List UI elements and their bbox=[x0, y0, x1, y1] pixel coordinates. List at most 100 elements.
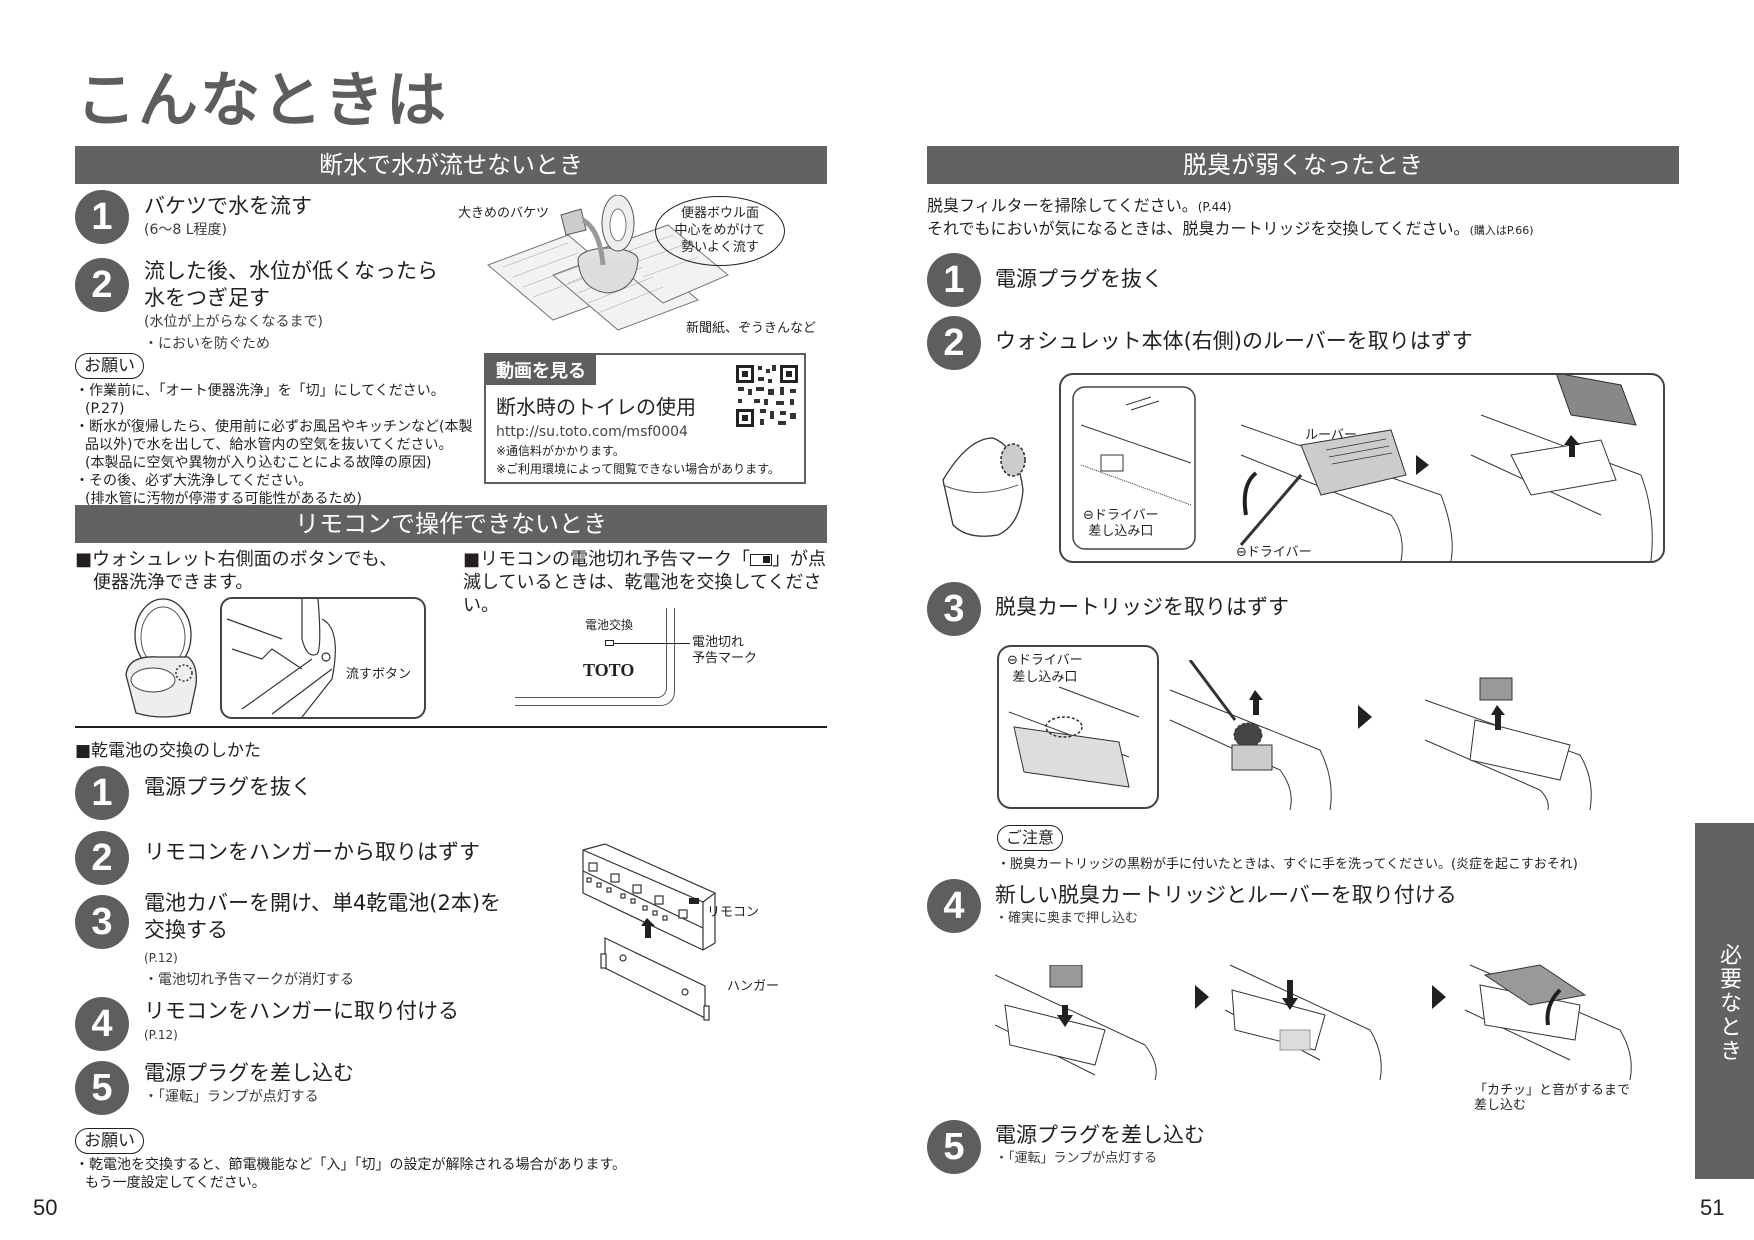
step-4-circle: 4 bbox=[75, 997, 129, 1051]
arrow-right-icon bbox=[1358, 705, 1372, 729]
note-tag-request: お願い bbox=[75, 1128, 144, 1154]
cartridge-seated-illustration bbox=[1220, 960, 1395, 1080]
remote-panel-edge bbox=[515, 608, 667, 698]
water-step-2: 流した後、水位が低くなったら 水をつぎ足す (水位が上がらなくなるまで) ・にお… bbox=[144, 258, 438, 354]
divider bbox=[75, 726, 827, 728]
step-title-line1: 電池カバーを開け、単4乾電池(2本)を bbox=[144, 891, 502, 915]
cartridge-slot-label: ⊖ドライバー 差し込み口 bbox=[1007, 652, 1083, 686]
section-header-remote: リモコンで操作できないとき bbox=[75, 505, 827, 543]
click-callout: 「カチッ」と音がするまで 差し込む bbox=[1474, 1083, 1630, 1113]
step-5-circle: 5 bbox=[927, 1120, 981, 1174]
cartridge-lifted-illustration bbox=[1420, 670, 1620, 810]
remote-hanger-illustration bbox=[575, 838, 725, 1028]
note-item: ・断水が復帰したら、使用前に必ずお風呂やキッチンなど(本製品以外)で水を出して、… bbox=[75, 419, 473, 453]
battery-mark-icon bbox=[750, 554, 773, 566]
note-tag-request: お願い bbox=[75, 353, 144, 379]
arrow-right-icon bbox=[1432, 985, 1446, 1009]
label-line: 差し込み口 bbox=[1012, 670, 1078, 685]
step-title: 電源プラグを差し込む bbox=[144, 1061, 354, 1085]
step-3-circle: 3 bbox=[927, 582, 981, 636]
water-notes: ・作業前に、「オート便器洗浄」を「切」にしてください。(P.27) ・断水が復帰… bbox=[75, 382, 475, 508]
step-bullet: ・電池切れ予告マークが消灯する bbox=[144, 972, 354, 988]
label-line: 差し込み口 bbox=[1088, 524, 1154, 539]
video-tag: 動画を見る bbox=[486, 355, 596, 385]
note-item: ・乾電池を交換すると、節電機能など「入」「切」の設定が解除される場合があります。 bbox=[75, 1157, 627, 1173]
step-1-circle: 1 bbox=[75, 766, 129, 820]
step-1-circle: 1 bbox=[75, 190, 129, 244]
louver-removal-illustration bbox=[1059, 373, 1665, 563]
step-1-circle: 1 bbox=[927, 253, 981, 307]
flush-button-zoom-illustration bbox=[220, 597, 426, 719]
label-line: ⊖ドライバー bbox=[1007, 653, 1083, 668]
bubble-line-3: 勢いよく流す bbox=[681, 240, 759, 255]
step-ref: (P.12) bbox=[144, 951, 178, 965]
side-tab-label: 必要なとき bbox=[1716, 943, 1741, 1063]
video-box[interactable]: 動画を見る 断水時のトイレの使用 http://su.toto.com/msf0… bbox=[484, 353, 806, 484]
battery-step-2: リモコンをハンガーから取りはずす bbox=[144, 840, 480, 864]
battery-step-1: 電源プラグを抜く bbox=[144, 775, 312, 799]
step-title-line1: 流した後、水位が低くなったら bbox=[144, 259, 438, 283]
leader-line bbox=[614, 643, 690, 644]
video-url[interactable]: http://su.toto.com/msf0004 bbox=[496, 424, 688, 440]
battery-mark-label: 電池切れ 予告マーク bbox=[692, 635, 757, 667]
step-bullet: ・においを防ぐため bbox=[144, 336, 270, 352]
hanger-label: ハンガー bbox=[727, 979, 780, 994]
step-title: リモコンをハンガーに取り付ける bbox=[144, 999, 459, 1023]
remote-panel-illustration bbox=[515, 608, 675, 706]
step-title: バケツで水を流す bbox=[144, 194, 312, 218]
section-header-water: 断水で水が流せないとき bbox=[75, 146, 827, 184]
speech-bubble bbox=[655, 196, 785, 266]
arrow-right-icon bbox=[1195, 985, 1209, 1009]
label-line: 予告マーク bbox=[692, 651, 758, 666]
step-3-circle: 3 bbox=[75, 895, 129, 949]
step-4-circle: 4 bbox=[927, 879, 981, 933]
section-header-deodorize: 脱臭が弱くなったとき bbox=[927, 146, 1679, 184]
deodorize-step-4: 新しい脱臭カートリッジとルーバーを取り付ける ・確実に奥まで押し込む bbox=[995, 882, 1457, 929]
text-part: ■リモコンの電池切れ予告マーク「 bbox=[463, 549, 751, 570]
text-line: ■ウォシュレット右側面のボタンでも、 bbox=[75, 549, 398, 570]
deodorize-step-5: 電源プラグを差し込む ・「運転」ランプが点灯する bbox=[995, 1122, 1205, 1169]
step-bullet: ・「運転」ランプが点灯する bbox=[995, 1151, 1158, 1166]
step-title-line2: 交換する bbox=[144, 918, 228, 942]
battery-warning-text: ■リモコンの電池切れ予告マーク「」が点滅しているときは、乾電池を交換してください… bbox=[463, 548, 827, 617]
side-tab[interactable]: 必要なとき bbox=[1695, 823, 1754, 1179]
toilet-illustration bbox=[118, 595, 208, 720]
step-bullet: ・「運転」ランプが点灯する bbox=[144, 1089, 319, 1105]
battery-step-4: リモコンをハンガーに取り付ける (P.12) bbox=[144, 998, 459, 1045]
deodorize-step-2: ウォシュレット本体(右側)のルーバーを取りはずす bbox=[995, 329, 1473, 353]
deodorize-intro: 脱臭フィルターを掃除してください。(P.44) それでもにおいが気になるときは、… bbox=[927, 195, 1534, 242]
page-number-left: 50 bbox=[33, 1195, 58, 1220]
battery-step-3: 電池カバーを開け、単4乾電池(2本)を 交換する (P.12) ・電池切れ予告マ… bbox=[144, 890, 501, 990]
qr-code-icon[interactable] bbox=[734, 363, 800, 429]
video-title: 断水時のトイレの使用 bbox=[496, 395, 696, 419]
callout-line: 「カチッ」と音がするまで bbox=[1474, 1083, 1631, 1098]
page-number-right: 51 bbox=[1700, 1195, 1725, 1220]
step-2-circle: 2 bbox=[75, 831, 129, 885]
note-item: (排水管に汚物が停滞する可能性があるため) bbox=[85, 491, 362, 507]
text-line: 便器洗浄できます。 bbox=[93, 572, 254, 593]
remote-side-button-text: ■ウォシュレット右側面のボタンでも、 便器洗浄できます。 bbox=[75, 548, 397, 594]
bubble-line-1: 便器ボウル面 bbox=[680, 206, 759, 221]
louver-attach-illustration bbox=[1460, 960, 1650, 1080]
cartridge-removal-illustration bbox=[1160, 660, 1370, 810]
battery-step-5: 電源プラグを差し込む ・「運転」ランプが点灯する bbox=[144, 1060, 354, 1107]
bucket-flush-illustration bbox=[458, 195, 828, 335]
step-2-circle: 2 bbox=[927, 316, 981, 370]
battery-howto-heading: ■乾電池の交換のしかた bbox=[75, 741, 262, 761]
remote-label: リモコン bbox=[707, 905, 760, 920]
label-line: 電池切れ bbox=[692, 635, 745, 650]
battery-exchange-label: 電池交換 bbox=[585, 618, 634, 632]
step-title: 電源プラグを差し込む bbox=[995, 1123, 1205, 1147]
toilet-side-illustration bbox=[938, 430, 1038, 540]
driver-slot-label: ⊖ドライバー 差し込み口 bbox=[1083, 508, 1159, 540]
note-item: ・その後、必ず大洗浄してください。 bbox=[75, 473, 313, 489]
note-item: (本製品に空気や異物が入り込むことによる故障の原因) bbox=[85, 455, 432, 471]
deodorize-step-1: 電源プラグを抜く bbox=[995, 267, 1163, 291]
intro-ref-2: (購入はP.66) bbox=[1469, 224, 1534, 237]
water-step-1: バケツで水を流す (6～8 L程度) bbox=[144, 193, 312, 240]
cartridge-slot-zoom-illustration bbox=[997, 645, 1159, 809]
newspaper-label: 新聞紙、ぞうきんなど bbox=[686, 321, 817, 336]
intro-line-2: それでもにおいが気になるときは、脱臭カートリッジを交換してください。 bbox=[927, 219, 1470, 238]
step-sub: (6～8 L程度) bbox=[144, 222, 227, 238]
text-part: 」が点滅しているときは、乾電池を交換してください。 bbox=[463, 549, 827, 616]
